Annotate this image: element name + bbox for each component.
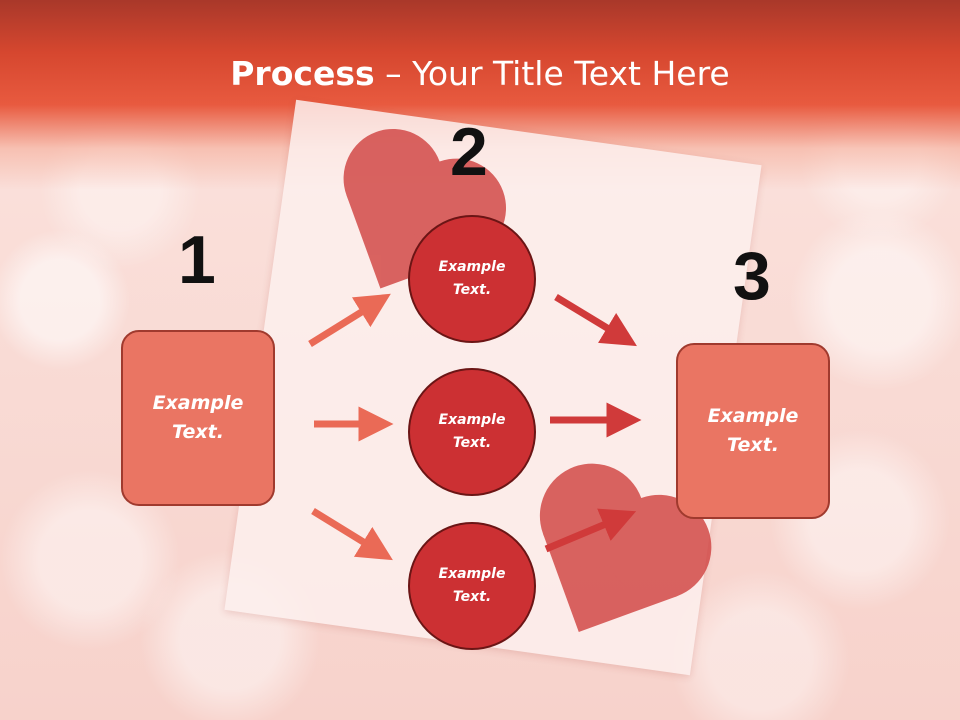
step2-circle-middle[interactable]: Example Text. (408, 368, 536, 496)
arrow-to-bottom (311, 508, 393, 561)
circle-text: Example Text. (438, 566, 506, 605)
step3-box[interactable]: Example Text. (676, 343, 830, 519)
step-number-3: 3 (733, 238, 771, 314)
step-number-1: 1 (178, 222, 216, 298)
title-rest: – Your Title Text Here (374, 54, 730, 93)
slide-title[interactable]: Process – Your Title Text Here (0, 54, 960, 94)
step1-box[interactable]: Example Text. (121, 330, 275, 506)
circle-text: Example Text. (438, 412, 506, 451)
step-number-2: 2 (450, 114, 488, 190)
step1-text: Example Text. (152, 392, 244, 443)
arrow-to-top (308, 293, 391, 347)
step2-circle-bottom[interactable]: Example Text. (408, 522, 536, 650)
step3-text: Example Text. (707, 405, 799, 456)
arrow-from-bottom (544, 508, 637, 553)
arrow-from-top (554, 294, 637, 347)
title-bold: Process (230, 54, 375, 93)
step2-circle-top[interactable]: Example Text. (408, 215, 536, 343)
circle-text: Example Text. (438, 259, 506, 298)
